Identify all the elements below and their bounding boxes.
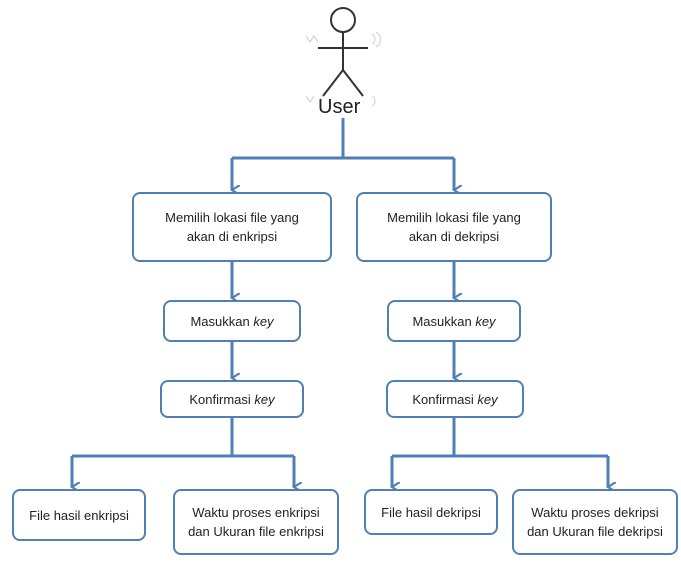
left-result-text: File hasil enkripsi [29, 507, 129, 523]
left-select-line1: Memilih lokasi file yang [165, 210, 299, 225]
right-confirm-key-box: Konfirmasi key [386, 380, 524, 418]
left-result-box: File hasil enkripsi [12, 489, 146, 541]
left-stats-line1: Waktu proses enkripsi [192, 505, 320, 520]
right-confirm-key-word: key [477, 391, 498, 407]
actor-label: User [318, 96, 361, 118]
right-result-box: File hasil dekripsi [364, 489, 498, 535]
user-actor-icon [318, 7, 368, 97]
left-stats-line2: dan Ukuran file enkripsi [188, 524, 324, 539]
right-stats-line2: dan Ukuran file dekripsi [527, 524, 663, 539]
left-confirm-key-word: key [254, 391, 275, 407]
right-result-text: File hasil dekripsi [381, 504, 481, 520]
left-confirm-key-box: Konfirmasi key [160, 380, 304, 418]
right-select-line2: akan di dekripsi [408, 229, 500, 244]
right-input-key-text: Masukkan [412, 313, 472, 329]
right-select-line1: Memilih lokasi file yang [387, 210, 521, 225]
right-input-key-box: Masukkan key [387, 300, 521, 342]
left-select-file-box: Memilih lokasi file yang akan di enkrips… [132, 192, 332, 262]
left-stats-box: Waktu proses enkripsi dan Ukuran file en… [173, 489, 339, 555]
right-input-key-word: key [475, 313, 496, 329]
right-select-file-box: Memilih lokasi file yang akan di dekrips… [356, 192, 552, 262]
left-input-key-box: Masukkan key [163, 300, 301, 342]
left-input-key-text: Masukkan [190, 313, 250, 329]
left-confirm-key-text: Konfirmasi [189, 391, 251, 407]
left-input-key-word: key [253, 313, 274, 329]
faint-decoration-icon [305, 31, 382, 107]
left-select-line2: akan di enkripsi [186, 229, 278, 244]
right-stats-line1: Waktu proses dekripsi [531, 505, 659, 520]
right-confirm-key-text: Konfirmasi [412, 391, 474, 407]
right-stats-box: Waktu proses dekripsi dan Ukuran file de… [512, 489, 678, 555]
